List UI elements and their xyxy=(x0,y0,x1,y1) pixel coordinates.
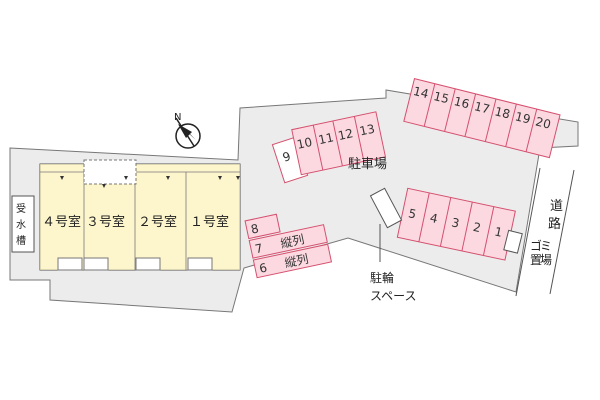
parking-spot-20: 20 xyxy=(534,114,552,131)
parking-spot-19: 19 xyxy=(514,109,532,126)
garbage-char-2: ミ xyxy=(540,239,552,253)
parking-spot-3: 3 xyxy=(450,215,460,230)
room-1-label: １号室 xyxy=(190,214,229,230)
parking-spot-1: 1 xyxy=(493,224,503,239)
parking-spot-11: 11 xyxy=(317,130,335,147)
parking-spot-2: 2 xyxy=(472,220,482,235)
garbage-char-3: 置 xyxy=(530,253,542,267)
parking-spot-9-label: 9 xyxy=(281,149,293,165)
parking-spot-6-note: 縦列 xyxy=(283,252,309,271)
room-4-label: ４号室 xyxy=(42,214,81,230)
parking-spot-17: 17 xyxy=(473,99,491,116)
parking-spot-13: 13 xyxy=(358,122,376,139)
garbage-char-1: ゴ xyxy=(530,238,542,253)
water-tank-char-3: 槽 xyxy=(16,234,26,247)
entrance-notch xyxy=(83,159,137,185)
bicycle-label-2: スペース xyxy=(370,289,417,303)
room-3-label: ３号室 xyxy=(86,214,125,230)
parking-spot-15: 15 xyxy=(432,89,450,106)
parking-spot-8: 8 xyxy=(250,221,260,236)
room-2-label: ２号室 xyxy=(138,214,177,230)
garbage-station xyxy=(503,229,523,254)
parking-spot-14: 14 xyxy=(412,84,430,101)
parking-spot-12: 12 xyxy=(337,126,355,143)
road-char-1: 道 xyxy=(550,199,563,214)
parking-spot-7-note: 縦列 xyxy=(279,232,305,251)
parking-spot-10: 10 xyxy=(296,135,314,152)
road-line-left xyxy=(515,167,541,297)
building-yellow-band xyxy=(40,164,240,270)
bicycle-space xyxy=(369,187,403,229)
parking-spot-16: 16 xyxy=(453,94,471,111)
parking-spot-4: 4 xyxy=(429,211,439,226)
water-tank xyxy=(11,195,35,253)
parking-spot-5: 5 xyxy=(407,206,417,221)
water-tank-char-1: 受 xyxy=(16,203,26,215)
road-char-2: 路 xyxy=(548,216,561,232)
water-tank-char-2: 水 xyxy=(16,219,26,231)
parking-spot-18: 18 xyxy=(493,104,511,121)
north-arrow-icon: N xyxy=(174,112,201,149)
parking-spot-7: 7 xyxy=(254,241,264,256)
parking-title: 駐車場 xyxy=(348,157,387,172)
garbage-char-4: 場 xyxy=(540,253,552,267)
north-label: N xyxy=(174,112,181,123)
bicycle-label-1: 駐輪 xyxy=(370,270,394,285)
road-line-right xyxy=(549,169,575,295)
parking-spot-6: 6 xyxy=(258,261,268,276)
